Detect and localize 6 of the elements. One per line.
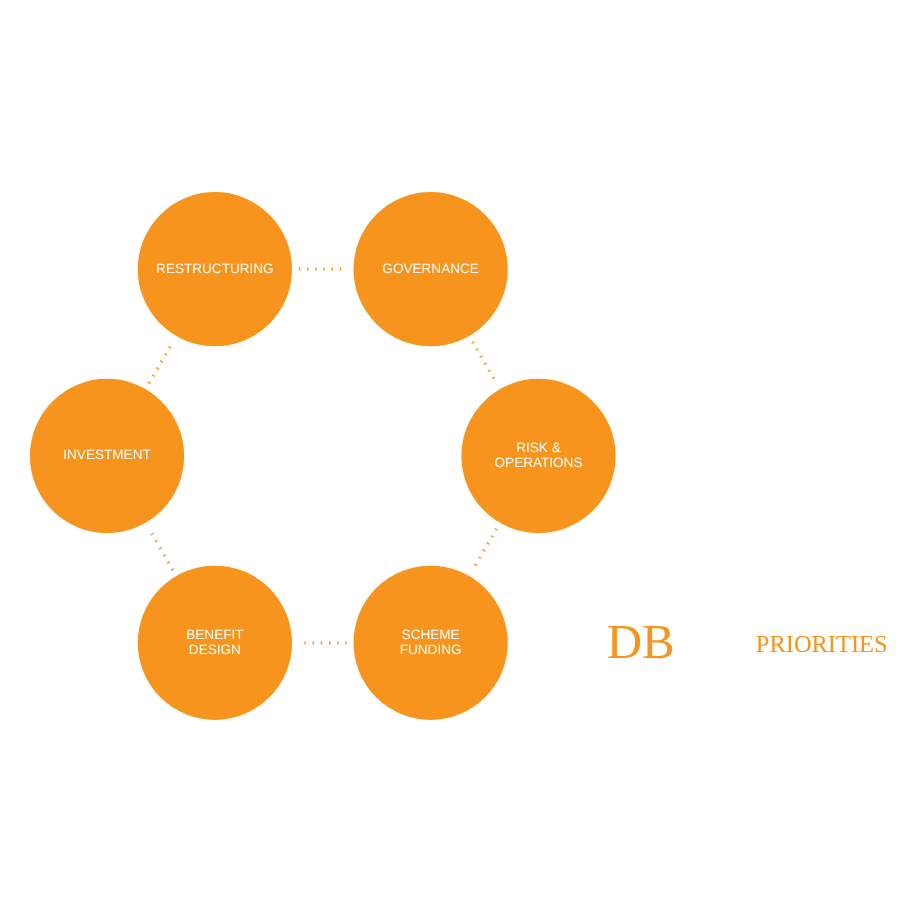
- connector: [470, 340, 497, 383]
- connector: [146, 527, 174, 570]
- label: DB: [605, 615, 674, 670]
- label: PRIORITIES: [754, 629, 887, 658]
- connector: [470, 526, 497, 570]
- connector: [146, 340, 174, 384]
